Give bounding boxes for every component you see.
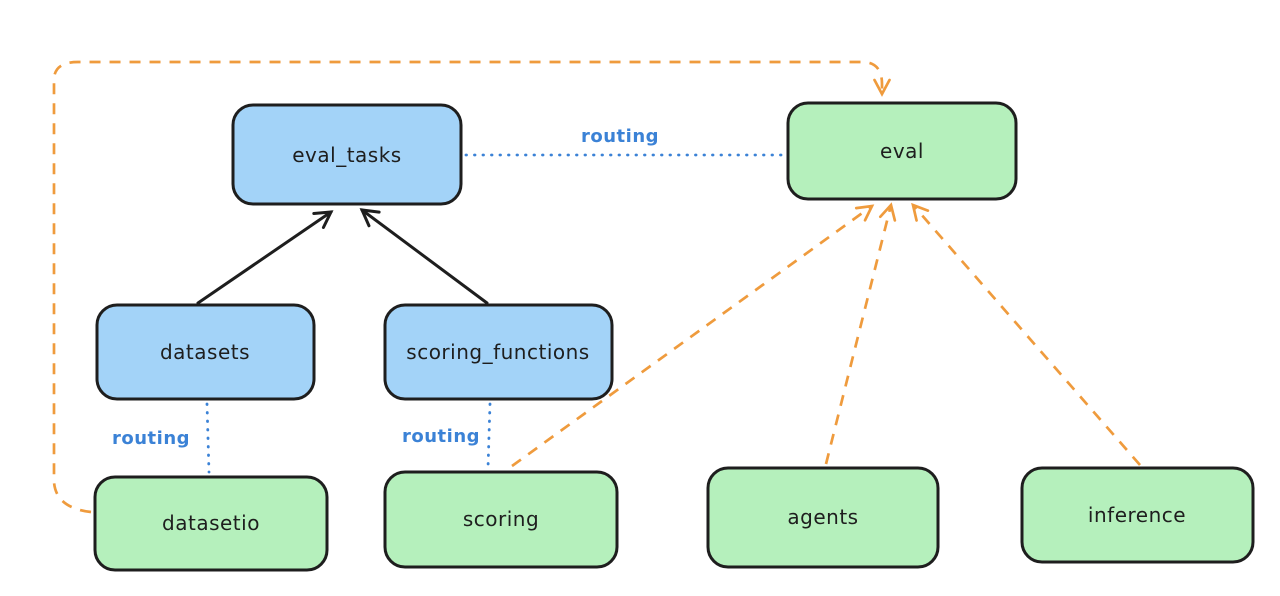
node-agents-box xyxy=(706,466,940,569)
node-datasetio-label: datasetio xyxy=(162,511,260,535)
edge-scoring-functions-to-eval-tasks-arrow xyxy=(359,208,489,305)
edge-datasets-to-eval-tasks-arrow xyxy=(196,210,334,305)
node-scoring-functions-box xyxy=(383,303,614,401)
node-eval-tasks-label: eval_tasks xyxy=(292,143,401,167)
node-inference: inference xyxy=(1020,466,1255,564)
node-inference-label: inference xyxy=(1088,503,1186,527)
node-inference-box xyxy=(1020,466,1255,564)
node-eval-tasks-box xyxy=(231,103,463,206)
node-datasets-label: datasets xyxy=(160,340,250,364)
node-agents: agents xyxy=(706,466,940,569)
node-scoring-functions-label: scoring_functions xyxy=(406,340,589,364)
node-eval-tasks: eval_tasks xyxy=(231,103,463,206)
edge-routing-scoring-functions-to-scoring-dotted xyxy=(486,402,492,470)
routing-label-scoring: routing xyxy=(402,426,480,447)
edge-datasetio-to-eval-dashed-loop xyxy=(52,60,891,514)
node-eval-box xyxy=(786,101,1018,201)
edge-scoring-to-eval-dashed xyxy=(511,204,875,468)
node-datasetio: datasetio xyxy=(93,475,329,572)
edge-routing-datasets-to-datasetio-dotted xyxy=(205,402,211,474)
edge-agents-to-eval-dashed xyxy=(824,202,897,465)
routing-label-datasetio: routing xyxy=(112,428,190,449)
node-datasetio-box xyxy=(93,475,329,572)
node-eval: eval xyxy=(786,101,1018,201)
node-scoring: scoring xyxy=(383,470,619,569)
node-datasets: datasets xyxy=(95,303,316,401)
edge-inference-to-eval-dashed xyxy=(911,202,1142,466)
node-scoring-box xyxy=(383,470,619,569)
node-eval-label: eval xyxy=(880,139,924,163)
node-scoring-label: scoring xyxy=(463,507,539,531)
node-datasets-box xyxy=(95,303,316,401)
routing-label-eval: routing xyxy=(581,126,659,147)
node-agents-label: agents xyxy=(787,505,858,529)
node-scoring-functions: scoring_functions xyxy=(383,303,614,401)
edges xyxy=(52,60,1142,514)
